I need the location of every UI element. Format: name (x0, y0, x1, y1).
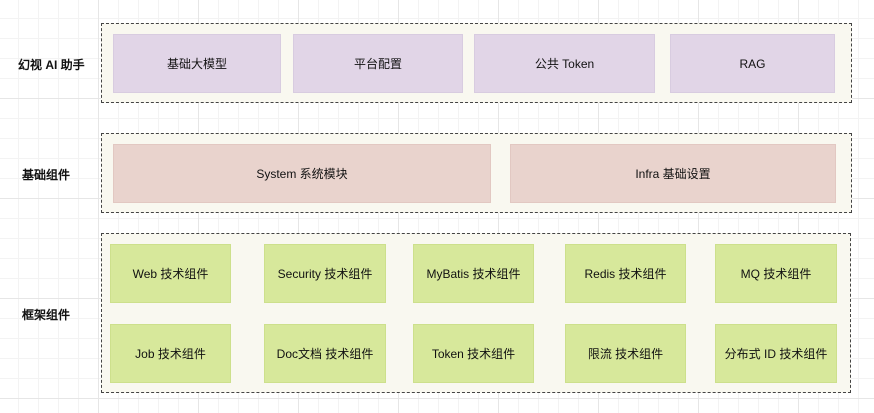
box-rag: RAG (670, 34, 835, 93)
row-label-ai: 幻视 AI 助手 (18, 58, 85, 72)
layer-framework: Web 技术组件 Security 技术组件 MyBatis 技术组件 Redi… (101, 233, 851, 393)
box-web: Web 技术组件 (110, 244, 231, 303)
box-infra-setting: Infra 基础设置 (510, 144, 836, 203)
box-mybatis: MyBatis 技术组件 (413, 244, 534, 303)
box-ratelimit: 限流 技术组件 (565, 324, 686, 383)
box-mq: MQ 技术组件 (715, 244, 837, 303)
layer-base: System 系统模块 Infra 基础设置 (101, 133, 852, 213)
box-distributed-id: 分布式 ID 技术组件 (715, 324, 837, 383)
row-label-framework: 框架组件 (22, 308, 71, 322)
box-doc: Doc文档 技术组件 (264, 324, 386, 383)
box-public-token: 公共 Token (474, 34, 655, 93)
box-platform-config: 平台配置 (293, 34, 463, 93)
box-job: Job 技术组件 (110, 324, 231, 383)
row-label-base: 基础组件 (22, 168, 71, 182)
layer-ai: 基础大模型 平台配置 公共 Token RAG (101, 23, 852, 103)
box-token: Token 技术组件 (413, 324, 534, 383)
box-base-llm: 基础大模型 (113, 34, 281, 93)
box-security: Security 技术组件 (264, 244, 386, 303)
box-system-module: System 系统模块 (113, 144, 491, 203)
box-redis: Redis 技术组件 (565, 244, 686, 303)
